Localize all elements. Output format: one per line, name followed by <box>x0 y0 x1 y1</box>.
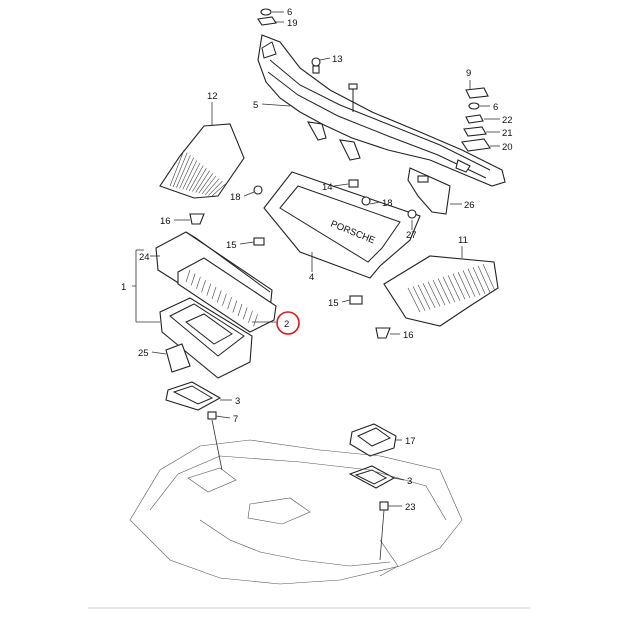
hatch-line <box>182 160 198 190</box>
leader-lines <box>132 11 500 561</box>
right-side-cover <box>383 255 499 327</box>
callout-19: 19 <box>287 18 298 29</box>
hatch-line <box>417 284 431 310</box>
hatch-line <box>216 290 222 303</box>
callout-14: 14 <box>322 182 333 193</box>
callout-9: 9 <box>466 68 471 79</box>
hatch-line <box>172 152 188 187</box>
hatch-line <box>211 286 217 300</box>
hatch-line <box>192 168 207 192</box>
hatch-line <box>201 175 217 195</box>
callout-12: 12 <box>207 91 218 102</box>
hatch-line <box>206 283 212 296</box>
hatch-line <box>432 279 446 306</box>
hatch-line <box>442 276 456 303</box>
hatch-line <box>222 293 227 306</box>
hatch-line <box>407 287 421 313</box>
filter-element <box>177 257 277 333</box>
hatch-line <box>169 149 185 187</box>
callout-15-left: 15 <box>226 240 237 251</box>
callout-21: 21 <box>502 128 513 139</box>
hatch-line <box>232 300 238 313</box>
callout-18-left: 18 <box>230 192 241 203</box>
callout-labels: 6 19 13 5 9 6 22 21 20 26 12 14 18 18 27… <box>121 7 513 513</box>
callout-25: 25 <box>138 348 149 359</box>
small-clips <box>189 179 417 339</box>
callout-22: 22 <box>502 115 513 126</box>
callout-16-right: 16 <box>403 330 414 341</box>
callout-27: 27 <box>406 230 417 241</box>
seal-right <box>348 465 396 489</box>
hatch-line <box>208 180 223 196</box>
clip-7 <box>207 411 217 420</box>
callout-11: 11 <box>458 235 468 246</box>
filter-housing <box>159 297 253 379</box>
fastener-stack-top <box>257 8 277 26</box>
seal-left <box>165 381 222 411</box>
callout-5: 5 <box>253 100 258 111</box>
hatch-line <box>179 157 194 189</box>
hatch-line <box>427 281 441 307</box>
hatch-line <box>242 307 248 320</box>
fastener-stack-right <box>461 87 491 152</box>
hatch-line <box>227 297 232 310</box>
hatch-line <box>482 263 496 292</box>
center-cover: PORSCHE <box>263 171 421 279</box>
hatch-line <box>204 178 220 195</box>
hatch-line <box>437 278 451 304</box>
side-bracket <box>407 167 451 215</box>
cowl-panel <box>257 34 506 187</box>
hatch-line <box>447 275 461 301</box>
hatch-line <box>452 273 466 300</box>
hatch-line <box>412 286 426 311</box>
hatch-line <box>472 267 486 294</box>
hatch-line <box>477 265 491 293</box>
callout-1: 1 <box>121 282 126 293</box>
hatch-line <box>201 280 206 293</box>
left-side-cover <box>159 123 245 199</box>
hatch-line <box>176 155 191 188</box>
hatch-line <box>188 165 204 191</box>
hatch-line <box>198 173 214 194</box>
hatch-line <box>211 183 226 197</box>
callout-20: 20 <box>502 142 513 153</box>
hatch-line <box>462 270 476 297</box>
callout-16-left: 16 <box>160 216 171 227</box>
clip-13 <box>311 57 321 74</box>
callout-3-right: 3 <box>407 476 412 487</box>
callout-6-top: 6 <box>287 7 292 18</box>
callout-2: 2 <box>284 319 289 330</box>
callout-23: 23 <box>405 502 416 513</box>
callout-7: 7 <box>233 414 238 425</box>
hatch-line <box>253 314 258 327</box>
hatch-line <box>185 269 191 283</box>
clip-23 <box>379 501 389 511</box>
callout-3-left: 3 <box>235 396 240 407</box>
hatch-line <box>248 310 253 323</box>
hatch-line <box>190 273 196 286</box>
housing-bracket <box>165 343 191 373</box>
callout-15-right: 15 <box>328 298 339 309</box>
callout-18-right: 18 <box>382 198 393 209</box>
bolt <box>348 83 358 112</box>
callout-13: 13 <box>332 54 343 65</box>
hatch-line <box>422 283 436 308</box>
hatch-line <box>196 276 201 289</box>
highlight-ring <box>276 311 300 335</box>
callout-26: 26 <box>464 200 475 211</box>
callout-24: 24 <box>139 252 150 263</box>
hatch-line <box>195 170 210 193</box>
hatch-line <box>185 162 201 191</box>
cover-17 <box>349 423 397 457</box>
callout-17: 17 <box>405 436 416 447</box>
hatch-line <box>467 268 481 296</box>
callout-6-right: 6 <box>493 102 498 113</box>
callout-4: 4 <box>309 272 314 283</box>
hatch-line <box>237 303 243 317</box>
hatch-line <box>457 271 471 299</box>
